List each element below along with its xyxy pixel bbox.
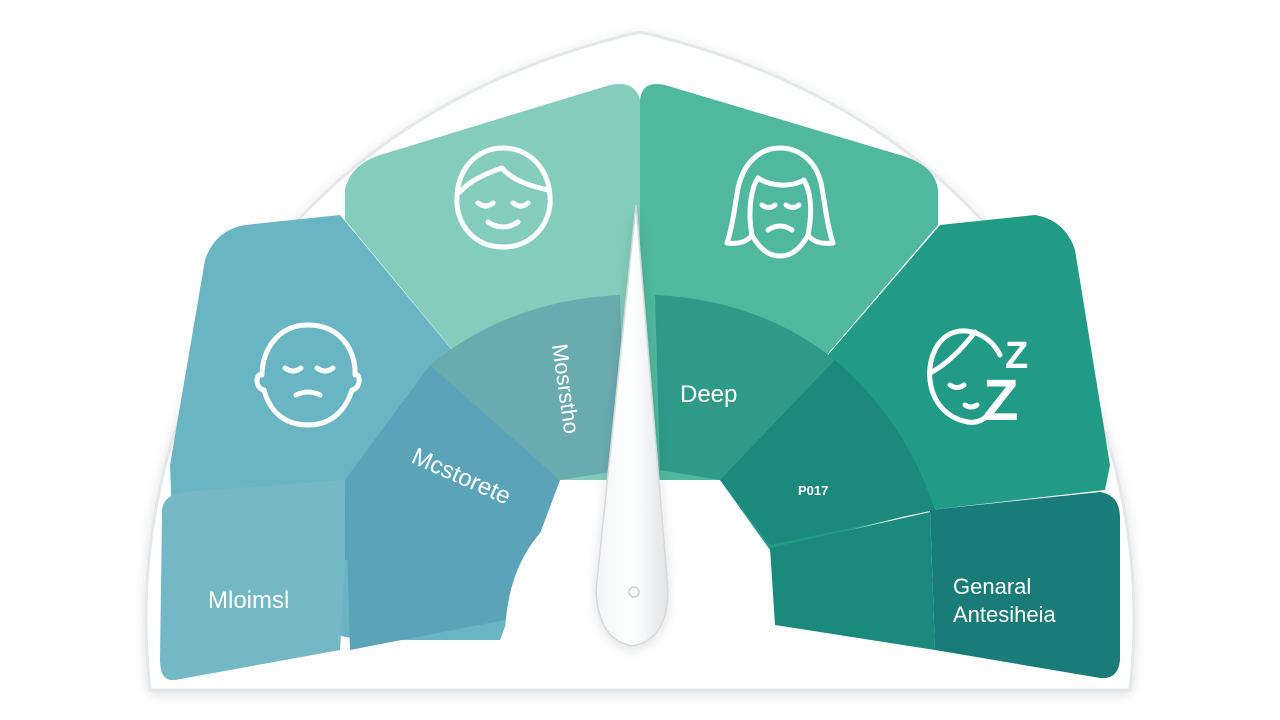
face-sleeping-zz-icon — [927, 328, 1003, 425]
segment-deep-inner — [655, 295, 835, 480]
z-big-glyph: Z — [983, 368, 1018, 433]
label-small-code: P017 — [798, 483, 828, 498]
segment-moderate-inner — [430, 295, 625, 480]
segment-bottom-left-inner — [345, 480, 530, 650]
gauge-needle — [595, 204, 669, 647]
label-minimal: Mloimsl — [208, 587, 289, 614]
segment-bottom-left — [160, 480, 345, 681]
needle-pivot-icon — [628, 586, 640, 598]
face-bald-icon — [254, 322, 362, 428]
segment-right-inner — [720, 360, 935, 545]
segment-bottom-right — [930, 492, 1120, 679]
segment-bottom-right-inner — [770, 512, 935, 650]
face-hair-icon — [454, 145, 553, 250]
label-deep: Deep — [680, 381, 737, 408]
label-general-line1: Genaral — [953, 574, 1031, 599]
z-small-glyph: Z — [1005, 335, 1028, 377]
label-general-line2: Antesiheia — [953, 602, 1057, 627]
face-woman-sad-icon — [724, 145, 836, 259]
